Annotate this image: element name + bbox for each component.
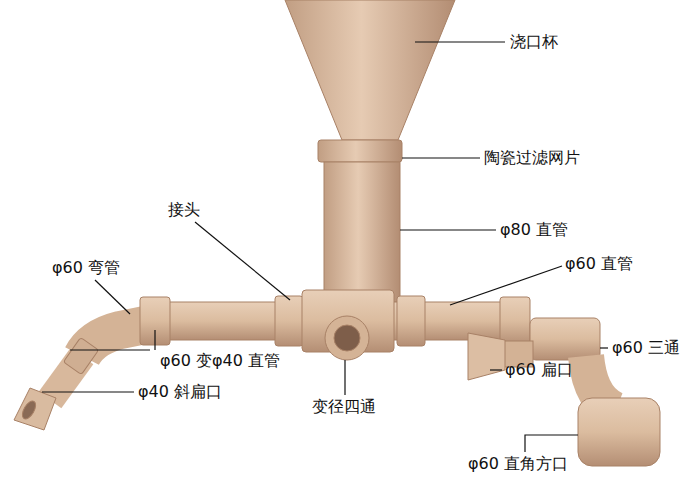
part-label: φ60 扁口	[505, 361, 573, 379]
part-label: 变径四通	[312, 398, 376, 416]
part-label: φ80 直管	[500, 221, 568, 239]
part-label: φ40 斜扁口	[138, 383, 222, 401]
part-label: 浇口杯	[510, 33, 558, 51]
part-label: φ60 直管	[565, 255, 633, 273]
part-label: φ60 弯管	[52, 259, 120, 277]
part-label: φ60 直角方口	[468, 455, 568, 473]
part-label: 陶瓷过滤网片	[484, 149, 580, 167]
part-label: 接头	[168, 201, 200, 219]
part-label: φ60 变φ40 直管	[160, 352, 280, 370]
part-label: φ60 三通	[612, 339, 680, 357]
